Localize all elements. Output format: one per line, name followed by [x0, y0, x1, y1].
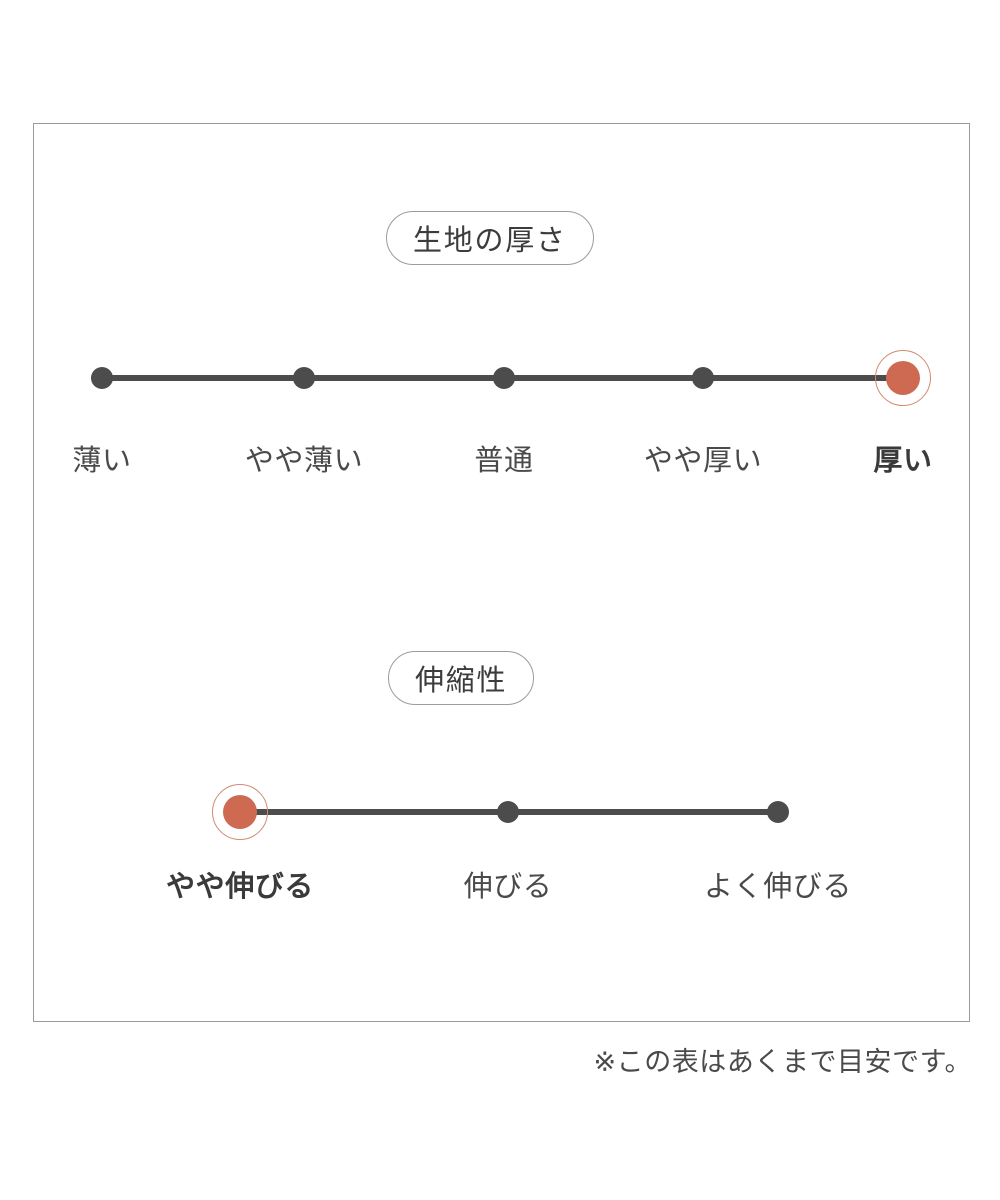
scale-label[interactable]: やや厚い [643, 445, 763, 477]
scale-label[interactable]: よく伸びる [704, 871, 852, 903]
scale-dot[interactable] [293, 367, 315, 389]
scale-dot[interactable] [767, 801, 789, 823]
scale-label[interactable]: 厚い [873, 445, 933, 477]
selected-marker-ring [875, 350, 931, 406]
scale-dot-selected[interactable] [223, 795, 257, 829]
scale-dot[interactable] [493, 367, 515, 389]
section-badge-stretch: 伸縮性 [388, 651, 535, 705]
scale-label[interactable]: 薄い [72, 445, 132, 477]
footnote-text: ※この表はあくまで目安です。 [593, 1047, 972, 1077]
scale-label[interactable]: 普通 [474, 445, 534, 477]
scale-dot[interactable] [692, 367, 714, 389]
scale-label[interactable]: やや伸びる [166, 871, 314, 903]
scale-dot[interactable] [497, 801, 519, 823]
scale-label[interactable]: 伸びる [463, 871, 553, 903]
scale-dot-selected[interactable] [886, 361, 920, 395]
section-badge-thickness: 生地の厚さ [386, 211, 594, 265]
scale-dot[interactable] [91, 367, 113, 389]
selected-marker-ring [212, 784, 268, 840]
chart-frame [33, 123, 970, 1022]
scale-label[interactable]: やや薄い [244, 445, 364, 477]
